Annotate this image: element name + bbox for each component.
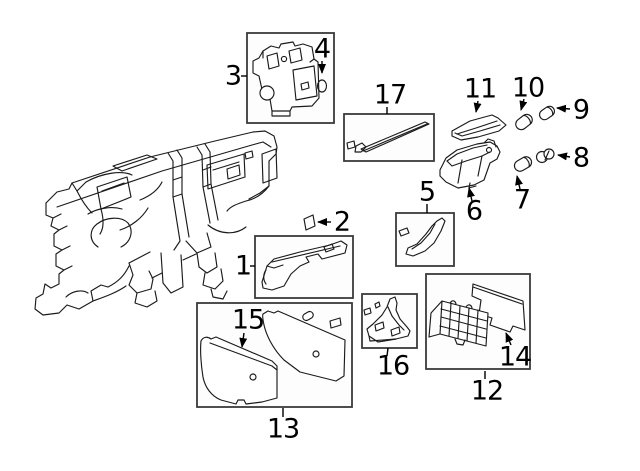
part-15-panel-drawing	[200, 336, 278, 405]
part-4-grommet-drawing	[316, 79, 328, 93]
part-7-pin-drawing	[513, 156, 533, 172]
callout-15-arrow	[239, 332, 248, 348]
instrument-panel-drawing	[34, 130, 278, 316]
callout-10-arrow	[519, 98, 528, 111]
callout-14[interactable]: 14	[498, 341, 532, 373]
callout-leader-lines	[239, 75, 571, 417]
part-10-pin-drawing	[515, 113, 533, 131]
part-1-insulator-drawing	[261, 240, 348, 291]
part-14-panel-drawing	[471, 283, 526, 333]
callout-11[interactable]: 11	[463, 73, 497, 105]
part-5-trim-drawing	[398, 217, 446, 257]
callout-14-arrow	[505, 332, 514, 346]
callout-9[interactable]: 9	[572, 94, 590, 126]
part-9-pin-drawing	[538, 105, 556, 121]
callout-13[interactable]: 13	[266, 413, 300, 445]
part-box-17	[343, 113, 435, 162]
part-6-console-drawing	[439, 138, 501, 189]
callout-4[interactable]: 4	[313, 33, 331, 65]
part-16-bracket-drawing	[363, 296, 411, 343]
callout-15[interactable]: 15	[231, 304, 265, 336]
part-8-clip-drawing	[535, 148, 555, 164]
callout-3[interactable]: 3	[224, 60, 242, 92]
callout-8[interactable]: 8	[572, 142, 590, 174]
callout-2[interactable]: 2	[333, 206, 351, 238]
part-13-panel-drawing	[262, 310, 346, 382]
part-2-clip-drawing	[303, 214, 316, 231]
callout-6-arrow	[467, 187, 475, 202]
part-17-trim-strip-drawing	[346, 121, 430, 153]
callout-16-leader	[386, 347, 389, 357]
callout-1[interactable]: 1	[234, 250, 252, 282]
callout-12[interactable]: 12	[470, 375, 504, 407]
callout-4-pointer	[316, 61, 328, 93]
callout-11-arrow	[473, 100, 482, 113]
callout-7[interactable]: 7	[513, 184, 531, 216]
callout-16[interactable]: 16	[376, 350, 410, 382]
callout-10[interactable]: 10	[511, 72, 545, 104]
part-3-bracket-drawing	[252, 41, 320, 117]
callout-17[interactable]: 17	[373, 79, 407, 111]
callout-6[interactable]: 6	[465, 195, 483, 227]
callout-5[interactable]: 5	[418, 176, 436, 208]
callout-8-arrow	[557, 152, 571, 161]
callout-9-arrow	[556, 104, 571, 113]
callout-7-arrow	[515, 175, 523, 190]
part-12-grid-panel-drawing	[428, 300, 489, 347]
part-11-tray-drawing	[451, 114, 507, 141]
